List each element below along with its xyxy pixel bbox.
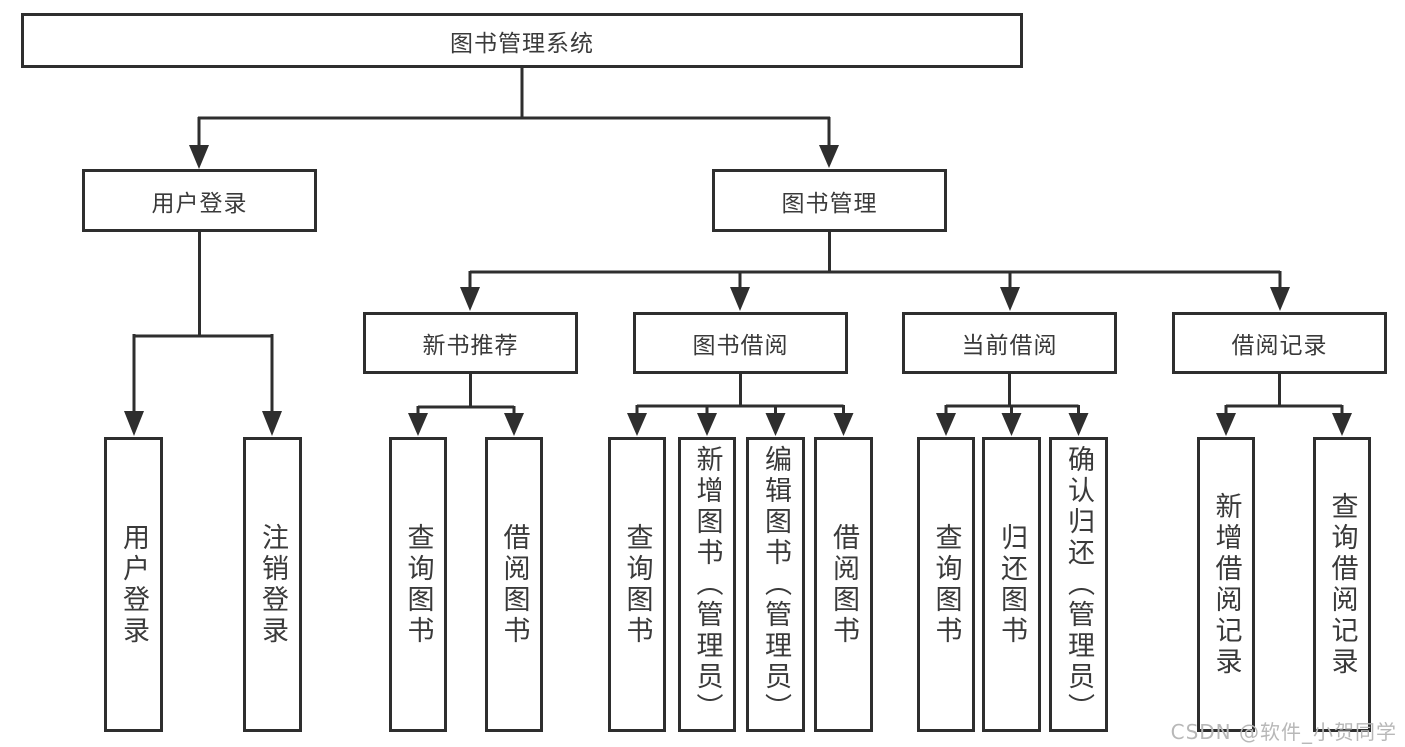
leaf-edit-book-admin: 编辑图书（管理员） (746, 437, 805, 732)
leaf-user-login: 用户登录 (104, 437, 163, 732)
node-book-management: 图书管理 (712, 169, 947, 232)
node-borrow-records: 借阅记录 (1172, 312, 1387, 374)
arrowhead-icons (124, 145, 1352, 436)
leaf-query-books-current: 查询图书 (917, 437, 975, 732)
leaf-query-books-borrow: 查询图书 (608, 437, 666, 732)
node-root: 图书管理系统 (21, 13, 1023, 68)
leaf-query-borrow-record: 查询借阅记录 (1313, 437, 1371, 732)
leaf-add-book-admin: 新增图书（管理员） (678, 437, 736, 732)
csdn-watermark: CSDN @软件_小贺同学 (1170, 720, 1397, 744)
node-new-book-recommend: 新书推荐 (363, 312, 578, 374)
leaf-logout: 注销登录 (243, 437, 302, 732)
node-user-login: 用户登录 (82, 169, 317, 232)
leaf-add-borrow-record: 新增借阅记录 (1197, 437, 1255, 732)
leaf-borrow-books-recommend: 借阅图书 (485, 437, 543, 732)
leaf-borrow-books: 借阅图书 (814, 437, 873, 732)
node-book-borrow: 图书借阅 (633, 312, 848, 374)
node-current-borrow: 当前借阅 (902, 312, 1117, 374)
leaf-return-book: 归还图书 (982, 437, 1041, 732)
leaf-query-books-recommend: 查询图书 (389, 437, 447, 732)
leaf-confirm-return-admin: 确认归还（管理员） (1049, 437, 1108, 732)
